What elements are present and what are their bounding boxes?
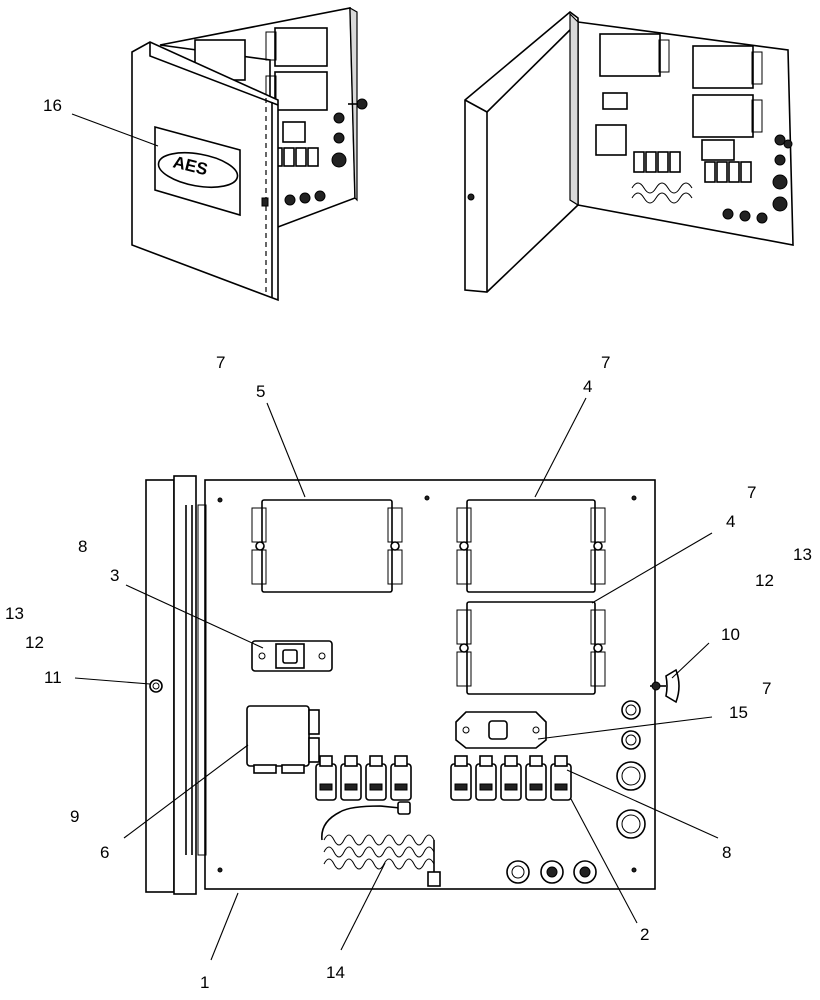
callout-3: 3	[110, 566, 119, 585]
callout-7: 7	[216, 353, 225, 372]
callout-9: 9	[70, 807, 79, 826]
callout-8: 8	[722, 843, 731, 862]
control-module-4-upper	[456, 499, 606, 593]
callout-15: 15	[729, 703, 748, 722]
callout-14: 14	[326, 963, 345, 982]
callout-10: 10	[721, 625, 740, 644]
callout-13: 13	[5, 604, 24, 623]
callout-7: 7	[601, 353, 610, 372]
cabinet-closed-view: AES	[131, 6, 368, 302]
callout-6: 6	[100, 843, 109, 862]
callout-4: 4	[583, 377, 592, 396]
callout-7: 7	[747, 483, 756, 502]
callout-13: 13	[793, 545, 812, 564]
callout-7: 7	[762, 679, 771, 698]
device-15	[455, 711, 547, 749]
cabinet-open-view	[464, 10, 794, 293]
control-module-4-lower	[456, 601, 606, 695]
round-connectors-right	[616, 700, 646, 839]
logo-ellipse	[157, 151, 239, 189]
small-relays-top-right-b	[704, 161, 752, 183]
callout-2: 2	[640, 925, 649, 944]
coiled-cable-14	[321, 801, 441, 887]
cabinet-front-elevation	[145, 475, 680, 895]
fuse-holders-left	[315, 755, 412, 801]
round-connectors-bottom	[506, 860, 597, 884]
control-module-5	[251, 499, 403, 593]
callout-11: 11	[44, 668, 62, 687]
callout-4: 4	[726, 512, 735, 531]
callout-16: 16	[43, 96, 62, 115]
callout-1: 1	[200, 973, 209, 992]
callout-labels: 16 7 7 5 4 7 4 13 12 8 3 13 12 10 11 7 1…	[5, 96, 812, 992]
fuse-holders-right	[450, 755, 572, 801]
relay-3	[251, 640, 333, 672]
callout-12: 12	[25, 633, 44, 652]
key-lock-10	[650, 668, 680, 704]
callout-12: 12	[755, 571, 774, 590]
door-edge	[145, 475, 197, 895]
small-relays-top-right-a	[633, 151, 681, 173]
junction-box-6	[246, 705, 320, 774]
leader-lines	[71, 113, 719, 961]
callout-8: 8	[78, 537, 87, 556]
callout-5: 5	[256, 382, 265, 401]
